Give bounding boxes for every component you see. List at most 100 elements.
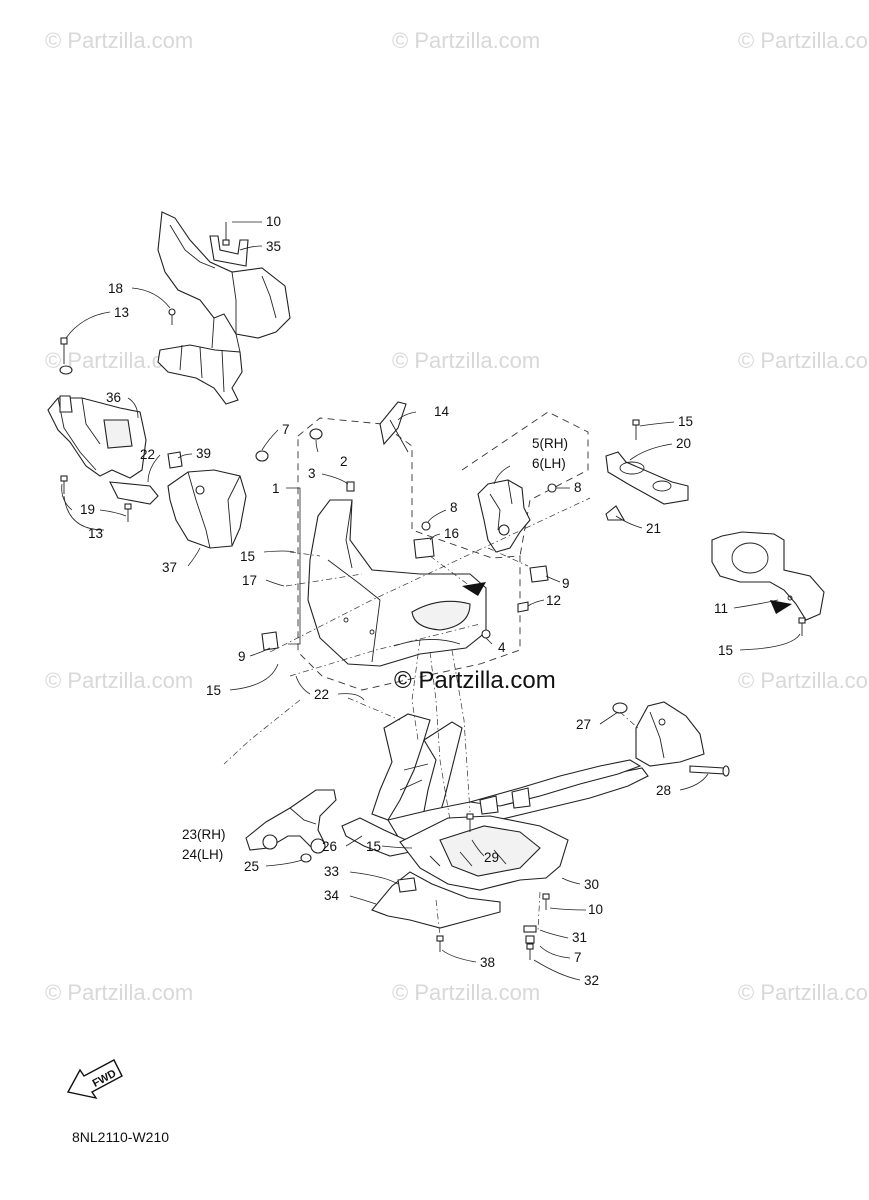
- bolt-19: [124, 503, 132, 522]
- watermark: © Partzilla.com: [738, 28, 869, 53]
- bolt-29: [466, 813, 474, 832]
- cushion-9-right: [529, 565, 549, 583]
- callout-24-lh: 24(LH): [182, 847, 223, 862]
- rear-frame-bracket: [635, 701, 705, 767]
- callout-39: 39: [196, 446, 211, 461]
- bracket-22-left: [109, 481, 159, 505]
- callout-37: 37: [162, 560, 177, 575]
- assembly-lines: [223, 497, 641, 937]
- cap-7-lower: [525, 935, 535, 944]
- bolt-18: [168, 308, 176, 325]
- cushion-9-left: [261, 631, 279, 651]
- watermark: © Partzilla.com: [45, 668, 193, 693]
- bracket-16: [413, 537, 435, 559]
- watermark: © Partzilla.com: [738, 980, 869, 1005]
- callout-15: 15: [678, 414, 693, 429]
- watermark: © Partzilla.com: [45, 28, 193, 53]
- callout-8: 8: [574, 480, 582, 495]
- nut-8-right: [547, 483, 557, 493]
- bolt-27: [612, 702, 628, 714]
- diagram-code: 8NL2110-W210: [72, 1129, 169, 1145]
- callout-22: 22: [314, 687, 329, 702]
- bolt-28: [689, 765, 730, 777]
- grommet-2: [309, 428, 323, 440]
- callout-29: 29: [484, 850, 499, 865]
- bolt-15-right: [798, 617, 806, 636]
- side-guard-37: [167, 469, 247, 549]
- watermark: © Partzilla.com: [392, 348, 540, 373]
- callout-15: 15: [366, 839, 381, 854]
- nut-4: [481, 629, 491, 639]
- callout-35: 35: [266, 239, 281, 254]
- plate-11: [711, 531, 825, 621]
- direction-arrow-center: [462, 582, 486, 596]
- callout-22: 22: [140, 447, 155, 462]
- front-frame-panel: [307, 499, 487, 667]
- bolt-13-lower: [60, 475, 68, 494]
- assembly-outline-5-6: [461, 411, 589, 557]
- plate-20: [605, 451, 689, 505]
- direction-arrow-right: [770, 600, 792, 614]
- callout-14: 14: [434, 404, 450, 419]
- bolt-32: [526, 943, 534, 960]
- side-guard-36: [47, 395, 147, 479]
- callout-34: 34: [324, 888, 340, 903]
- bracket-21: [605, 505, 625, 521]
- center-watermark: © Partzilla.com: [394, 667, 556, 694]
- bracket-35: [209, 235, 249, 267]
- callout-1: 1: [272, 481, 280, 496]
- skid-plate-30: [399, 815, 569, 891]
- callout-9: 9: [562, 576, 570, 591]
- clip-39: [167, 451, 183, 469]
- callout-5-rh: 5(RH): [532, 436, 568, 451]
- callout-8: 8: [450, 500, 458, 515]
- cap-7-upper: [255, 450, 269, 462]
- bolt-15-upper-right: [632, 419, 640, 440]
- watermark: © Partzilla.com: [392, 28, 540, 53]
- callout-16: 16: [444, 526, 459, 541]
- upper-fender-panel: [157, 211, 291, 405]
- bolt-10-upper: [222, 222, 230, 246]
- callout-7: 7: [574, 950, 582, 965]
- callout-25: 25: [244, 859, 259, 874]
- callout-23-rh: 23(RH): [182, 827, 226, 842]
- callout-labels: 10 35 18 13 36 22 39 19 13 37 7 2 3 1 14…: [80, 214, 733, 988]
- callout-15: 15: [206, 683, 221, 698]
- callout-3: 3: [308, 466, 316, 481]
- callout-15: 15: [718, 643, 733, 658]
- callout-17: 17: [242, 573, 257, 588]
- callout-27: 27: [576, 717, 591, 732]
- arm-23-24: [245, 789, 337, 854]
- callout-10: 10: [266, 214, 281, 229]
- callout-15: 15: [240, 549, 255, 564]
- bolt-10-lower: [542, 893, 550, 910]
- callout-4: 4: [498, 640, 506, 655]
- rod-14: [379, 401, 409, 453]
- callout-19: 19: [80, 502, 95, 517]
- leader-lines: [61, 221, 801, 981]
- callout-26: 26: [322, 839, 337, 854]
- bracket-5-6: [477, 479, 531, 553]
- bolt-38: [436, 935, 444, 952]
- callout-12: 12: [546, 593, 561, 608]
- callout-30: 30: [584, 877, 599, 892]
- callout-9: 9: [238, 649, 246, 664]
- watermark: © Partzilla.com: [392, 980, 540, 1005]
- callout-2: 2: [340, 454, 348, 469]
- callout-38: 38: [480, 955, 495, 970]
- callout-13: 13: [114, 305, 129, 320]
- washer-31: [523, 925, 537, 933]
- watermark: © Partzilla.com: [45, 980, 193, 1005]
- callout-21: 21: [646, 521, 661, 536]
- bolt-13-upper: [59, 337, 73, 375]
- nut-8-left: [421, 521, 431, 531]
- callout-33: 33: [324, 864, 339, 879]
- watermark: © Partzilla.com: [738, 348, 869, 373]
- fwd-arrow-icon: FWD: [66, 1059, 123, 1100]
- watermark: © Partzilla.com: [738, 668, 869, 693]
- callout-36: 36: [106, 390, 121, 405]
- callout-13: 13: [88, 526, 103, 541]
- nut-25: [300, 853, 312, 863]
- callout-20: 20: [676, 436, 691, 451]
